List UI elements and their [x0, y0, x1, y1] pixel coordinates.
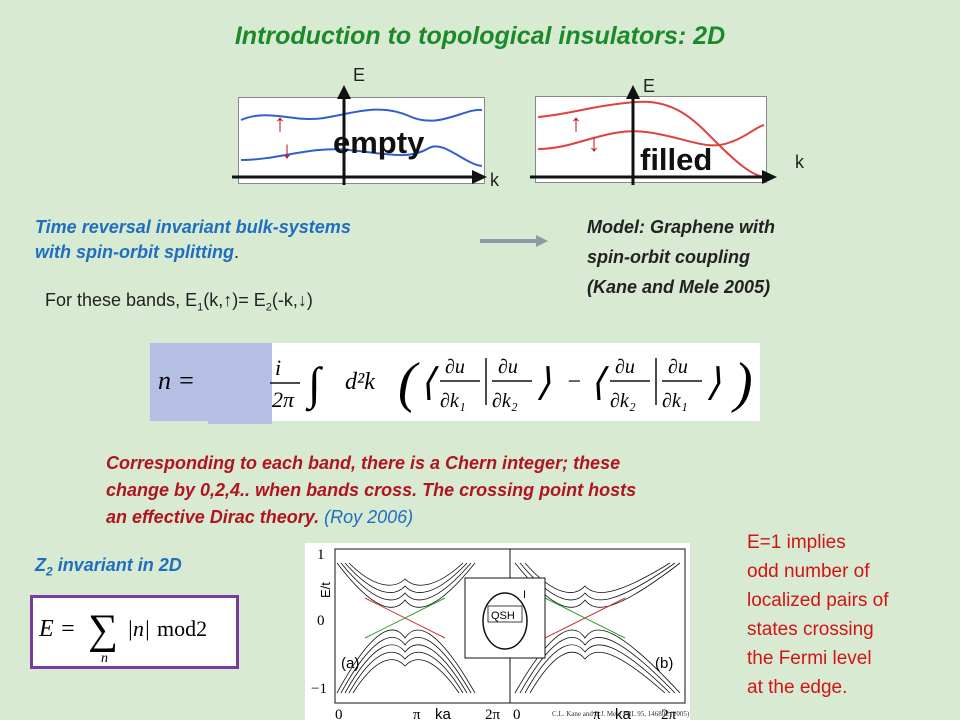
spin-up-arrow-icon: ↑ — [274, 110, 286, 137]
svg-text:n: n — [101, 651, 108, 666]
relation-suffix: ) — [306, 290, 313, 310]
svg-text:∂k₁: ∂k₁ — [440, 390, 466, 412]
k-axis-label-right: k — [795, 152, 804, 172]
svg-text:i: i — [275, 355, 281, 380]
spin-down-arrow-icon: ↓ — [281, 137, 293, 164]
svg-text:mod2: mod2 — [157, 616, 207, 641]
svg-text:⟨: ⟨ — [420, 362, 439, 404]
ytick-0: 0 — [317, 613, 325, 629]
e-axis-label-left: E — [353, 65, 366, 85]
z2-formula-box: E = ∑ n |n| mod2 — [30, 595, 239, 669]
svg-text:∂k₂: ∂k₂ — [610, 390, 636, 412]
model-text: Model: Graphene with spin-orbit coupling… — [587, 212, 957, 302]
xtick-a-ka: ka — [435, 706, 452, 720]
right-arrow-icon — [478, 232, 550, 250]
relation-prefix: For these bands, E — [45, 290, 198, 310]
filled-word: filled — [640, 142, 713, 177]
bands-relation: For these bands, E1(k,↑)= E2(-k,↓) — [45, 290, 313, 314]
kane-mele-band-figure: QSH I 1 0 −1 E/t (a) (b) 0 π ka 2π 0 π k… — [305, 543, 690, 720]
note-line-3: localized pairs of — [747, 590, 889, 611]
svg-text:∫: ∫ — [305, 358, 323, 412]
z2-invariant-label: Z2 invariant in 2D — [35, 553, 182, 585]
down-arrow-icon: ↓ — [297, 290, 307, 310]
xtick-b-2pi: 2π — [661, 707, 677, 720]
chern-integer-text: Corresponding to each band, there is a C… — [106, 450, 866, 531]
bulk-line-2: with spin-orbit splitting — [35, 242, 234, 262]
e-equals-one-note: E=1 implies odd number of localized pair… — [747, 528, 947, 702]
svg-text:∂k₁: ∂k₁ — [662, 390, 688, 412]
bulk-systems-text: Time reversal invariant bulk-systems wit… — [35, 215, 475, 265]
spin-down-arrow-icon: ↓ — [588, 130, 600, 157]
note-line-1: E=1 implies — [747, 532, 846, 553]
svg-text:∂u: ∂u — [498, 356, 518, 378]
relation-mid: (k, — [203, 290, 224, 310]
band-plot-filled — [535, 96, 767, 183]
up-arrow-icon: ↑ — [223, 290, 233, 310]
svg-text:2π: 2π — [272, 387, 295, 412]
band-plot-empty — [238, 97, 485, 184]
z2-rest: invariant in 2D — [52, 555, 182, 575]
relation-mid3: (-k, — [271, 290, 298, 310]
axes-right — [530, 85, 780, 185]
roy-citation: (Roy 2006) — [324, 507, 414, 527]
note-line-6: at the edge. — [747, 677, 848, 698]
svg-text:n =: n = — [158, 366, 195, 395]
e-axis-label-right: E — [643, 76, 656, 96]
relation-sub1: 1 — [197, 301, 204, 314]
empty-word: empty — [333, 125, 425, 160]
svg-text:−: − — [566, 369, 582, 395]
note-line-4: states crossing — [747, 619, 874, 640]
xtick-a-2pi: 2π — [485, 707, 501, 720]
svg-text:): ) — [731, 352, 753, 414]
note-line-2: odd number of — [747, 561, 870, 582]
svg-text:⟩: ⟩ — [706, 362, 721, 404]
inset-i-label: I — [523, 589, 526, 601]
xtick-a-pi: π — [413, 707, 421, 720]
ylabel: E/t — [318, 582, 333, 598]
panel-b-label: (b) — [655, 655, 673, 672]
svg-text:|n|: |n| — [127, 616, 150, 641]
svg-text:∑: ∑ — [88, 607, 118, 653]
xtick-b-0: 0 — [513, 707, 521, 720]
model-line-2: spin-orbit coupling — [587, 247, 750, 267]
ytick-neg1: −1 — [311, 681, 327, 697]
formula-tab — [208, 378, 272, 424]
panel-a-label: (a) — [341, 655, 359, 672]
inset-qsh-label: QSH — [491, 610, 515, 622]
svg-text:∂u: ∂u — [668, 356, 688, 378]
z2-letter: Z — [35, 555, 46, 575]
relation-sub2: 2 — [265, 301, 272, 314]
model-line-3: (Kane and Mele 2005) — [587, 277, 771, 297]
bulk-period: . — [233, 242, 239, 262]
axes-left — [232, 85, 492, 185]
paper-citation: C.L. Kane and E.J. Mele PRL 95, 146802 (… — [552, 710, 690, 718]
slide-title: Introduction to topological insulators: … — [234, 22, 726, 50]
svg-text:∂k₂: ∂k₂ — [492, 390, 518, 412]
xtick-b-pi: π — [593, 707, 601, 720]
svg-text:∂u: ∂u — [445, 356, 465, 378]
svg-text:d²k: d²k — [345, 369, 375, 395]
xtick-b-ka: ka — [615, 706, 632, 720]
svg-text:⟨: ⟨ — [590, 362, 609, 404]
k-axis-label-left: k — [490, 170, 499, 190]
svg-text:E =: E = — [38, 616, 76, 642]
ytick-1: 1 — [317, 547, 325, 563]
svg-text:⟩: ⟩ — [536, 362, 551, 404]
relation-mid2: )= E — [232, 290, 266, 310]
svg-text:∂u: ∂u — [615, 356, 635, 378]
chern-line-2: change by 0,2,4.. when bands cross. The … — [106, 480, 637, 500]
note-line-5: the Fermi level — [747, 648, 872, 669]
spin-up-arrow-icon: ↑ — [570, 110, 582, 137]
chern-number-formula: n = i 2π ∫ d²k ( ⟨ ∂u ∂k₁ ∂u ∂k₂ ⟩ − ⟨ ∂… — [150, 343, 760, 421]
chern-line-1: Corresponding to each band, there is a C… — [106, 453, 621, 473]
svg-text:(: ( — [398, 352, 420, 414]
z2-sub: 2 — [46, 564, 53, 579]
xtick-a-0: 0 — [335, 707, 343, 720]
model-line-1: Model: Graphene with — [587, 217, 776, 237]
bulk-line-1: Time reversal invariant bulk-systems — [35, 217, 351, 237]
formula-panel — [272, 343, 760, 421]
chern-line-3: an effective Dirac theory. — [106, 507, 320, 527]
